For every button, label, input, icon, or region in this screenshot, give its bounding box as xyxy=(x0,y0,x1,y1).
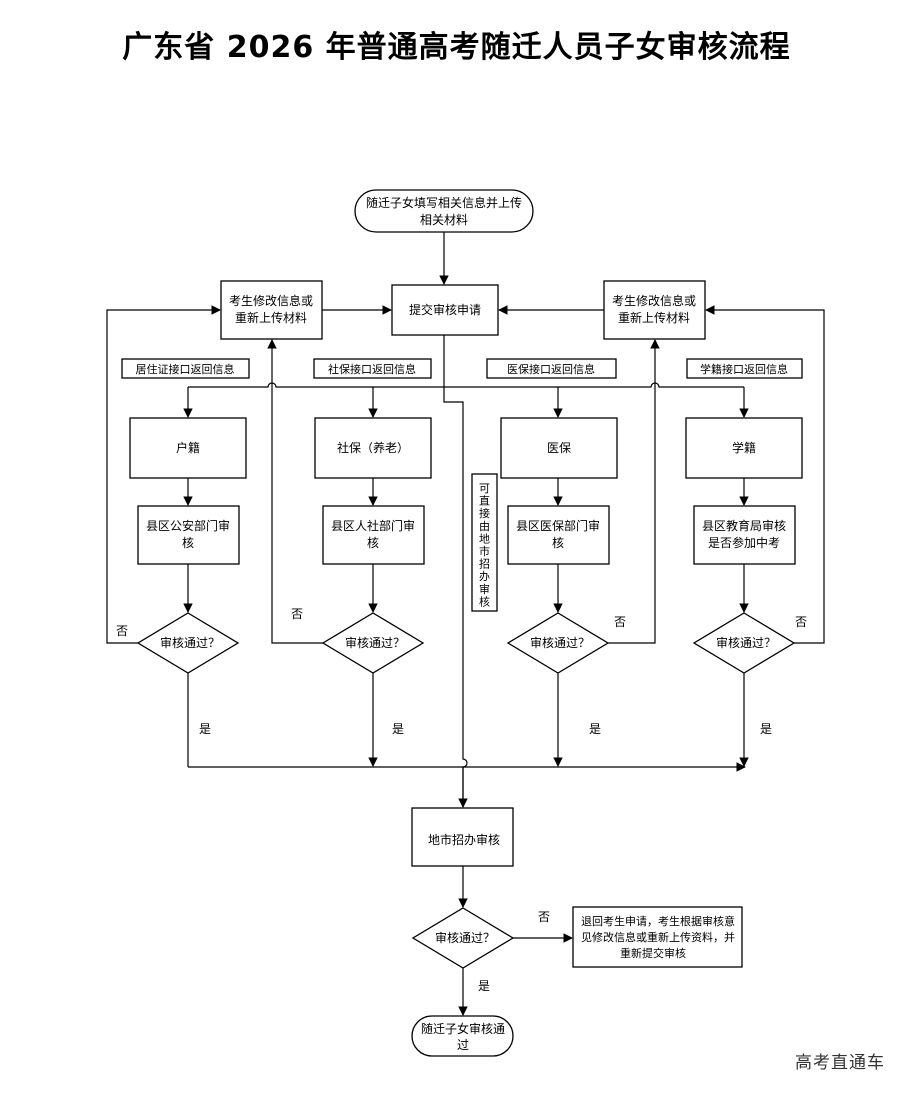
direct-review-char: 办 xyxy=(479,570,490,583)
start-text-2: 相关材料 xyxy=(420,213,468,227)
direct-review-char: 直 xyxy=(479,494,490,508)
final-text-1: 随迁子女审核通 xyxy=(421,1021,505,1036)
interface-social-text: 社保接口返回信息 xyxy=(328,362,416,376)
direct-review-char: 由 xyxy=(479,519,490,533)
submit-box xyxy=(391,284,499,336)
modify-right-text-1: 考生修改信息或 xyxy=(612,293,696,308)
no-label-1: 否 xyxy=(116,624,128,638)
modify-left-text-2: 重新上传材料 xyxy=(235,310,307,325)
yes-label-4: 是 xyxy=(760,722,772,736)
reviewer-police-text-1: 县区公安部门审 xyxy=(146,518,230,533)
yes-label-final: 是 xyxy=(478,979,490,993)
modify-box-right xyxy=(603,280,706,340)
reviewer-medical-text-1: 县区医保部门审 xyxy=(516,518,600,533)
direct-review-char: 核 xyxy=(479,594,490,608)
page-title: 广东省 2026 年普通高考随迁人员子女审核流程 xyxy=(122,30,791,65)
reviewer-medical xyxy=(507,505,610,565)
reviewer-education xyxy=(693,505,796,565)
no-label-3: 否 xyxy=(614,615,626,629)
reviewer-education-text-1: 县区教育局审核 xyxy=(702,518,786,533)
reject-text-2: 见修改信息或重新上传资料，并 xyxy=(581,930,735,944)
final-node xyxy=(411,1015,514,1057)
watermark: 高考直通车 xyxy=(795,1053,885,1073)
yes-label-3: 是 xyxy=(589,722,601,736)
category-medical xyxy=(500,417,618,479)
yes-label-2: 是 xyxy=(392,722,404,736)
interface-school-text: 学籍接口返回信息 xyxy=(700,362,788,376)
reviewer-hr xyxy=(322,505,425,565)
interface-residence-text: 居住证接口返回信息 xyxy=(136,362,235,376)
city-review-text: 地市招办审核 xyxy=(428,832,500,847)
decision-3-text: 审核通过？ xyxy=(530,635,590,650)
reject-text-3: 重新提交审核 xyxy=(620,946,686,960)
decision-4-text: 审核通过？ xyxy=(716,635,776,650)
direct-review-char: 审 xyxy=(479,582,490,596)
yes-label-1: 是 xyxy=(199,722,211,736)
category-medical-text: 医保 xyxy=(547,441,571,455)
reject-box xyxy=(572,906,743,968)
decision-2-text: 审核通过？ xyxy=(345,635,405,650)
direct-review-char: 招 xyxy=(479,557,490,571)
direct-review-char: 地 xyxy=(479,532,490,545)
no-label-2: 否 xyxy=(291,607,303,621)
category-school-text: 学籍 xyxy=(732,440,756,455)
modify-box-left xyxy=(220,280,323,340)
final-text-2: 过 xyxy=(457,1038,469,1052)
reviewer-medical-text-2: 核 xyxy=(552,536,564,550)
modify-left-text-1: 考生修改信息或 xyxy=(229,293,313,308)
direct-review-char: 市 xyxy=(479,544,490,558)
category-hukou-text: 户籍 xyxy=(176,440,200,455)
no-label-4: 否 xyxy=(795,615,807,629)
decision-1-text: 审核通过？ xyxy=(160,635,220,650)
interface-label-social xyxy=(313,358,432,379)
reject-text-1: 退回考生申请，考生根据审核意 xyxy=(581,914,735,928)
direct-review-char: 可 xyxy=(479,482,490,495)
direct-review-char: 接 xyxy=(479,507,490,520)
reviewer-education-text-2: 是否参加中考 xyxy=(708,535,780,550)
interface-label-medical xyxy=(486,358,617,379)
interface-medical-text: 医保接口返回信息 xyxy=(507,362,595,376)
interface-label-residence xyxy=(121,358,250,379)
interface-label-school xyxy=(686,358,803,379)
decision-final-text: 审核通过？ xyxy=(435,930,495,945)
submit-text: 提交审核申请 xyxy=(409,302,481,317)
start-text-1: 随迁子女填写相关信息并上传 xyxy=(366,195,522,210)
modify-right-text-2: 重新上传材料 xyxy=(618,310,690,325)
reviewer-police xyxy=(137,505,240,565)
no-label-final: 否 xyxy=(538,910,550,924)
category-social-text: 社保（养老） xyxy=(337,440,409,455)
reviewer-police-text-2: 核 xyxy=(182,536,194,550)
reviewer-hr-text-1: 县区人社部门审 xyxy=(331,518,415,533)
reviewer-hr-text-2: 核 xyxy=(367,536,379,550)
direct-review-box xyxy=(471,473,498,612)
